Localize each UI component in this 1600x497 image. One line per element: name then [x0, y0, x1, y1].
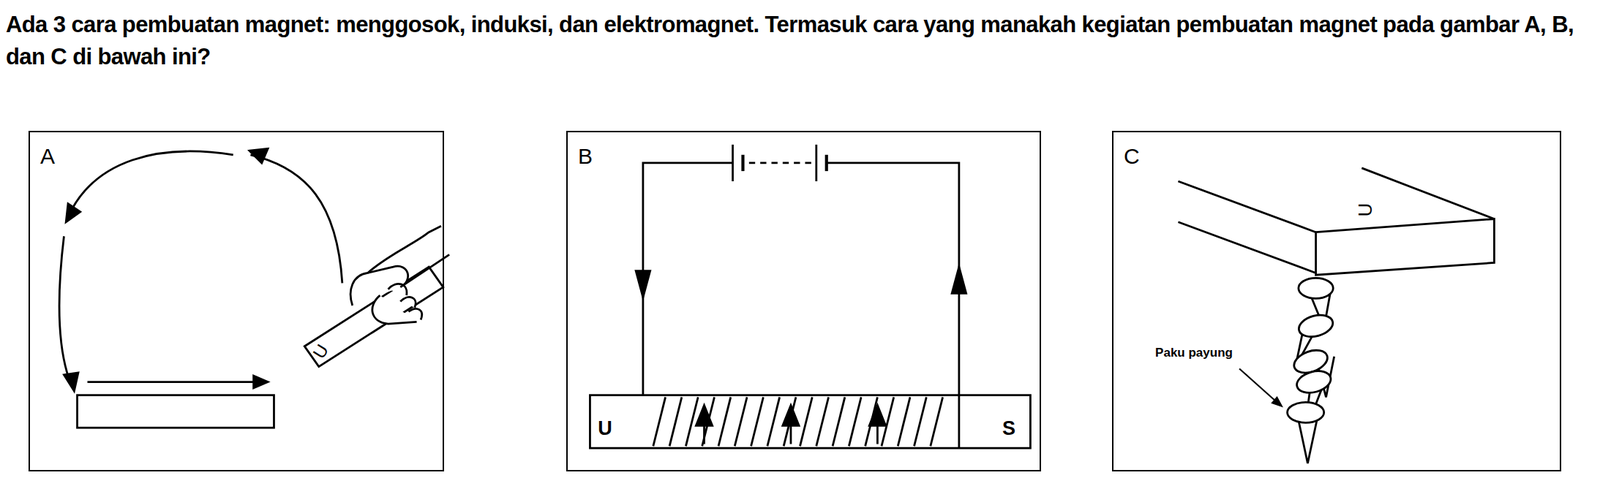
stroke-arc: [59, 236, 71, 382]
bar-magnet: [1177, 222, 1316, 274]
current-arrow: [790, 419, 793, 445]
arrowhead: [65, 204, 81, 223]
battery-cell: [731, 144, 734, 182]
panel-letter: B: [577, 145, 593, 168]
tacks: [1287, 278, 1336, 464]
battery-link: [749, 162, 813, 165]
battery-cell: [741, 155, 745, 172]
hand-fingers: [372, 283, 423, 325]
part-label: Paku payung: [1155, 346, 1233, 360]
current-arrow: [703, 419, 706, 445]
iron-core: [589, 395, 1031, 449]
stroke-arc: [72, 151, 234, 210]
pole-label: S: [1002, 419, 1016, 439]
current-arrow: [951, 267, 967, 294]
hand-wrist: [367, 226, 450, 288]
bar-magnet: [1361, 168, 1494, 220]
current-arrow: [876, 419, 879, 445]
battery-cell: [814, 144, 818, 182]
current-arrow: [635, 271, 651, 298]
panel-box: B: [566, 130, 1042, 472]
bar-magnet-end: [1316, 219, 1495, 276]
arrowhead: [249, 148, 268, 164]
arrowhead: [253, 376, 269, 389]
panel-letter: C: [1123, 145, 1140, 168]
arrowhead: [63, 373, 79, 392]
bar-magnet: [1177, 181, 1316, 233]
panel-letter: A: [40, 145, 55, 168]
leader-line: [1239, 368, 1279, 404]
panel-box: A: [28, 130, 445, 472]
stroke-arc: [250, 155, 342, 284]
bar-magnet: [304, 267, 444, 368]
question-title: Ada 3 cara pembuatan magnet: menggosok, …: [5, 8, 1587, 74]
panel-box: C: [1112, 130, 1562, 472]
wire: [826, 163, 960, 449]
direction-arrow: [87, 381, 261, 384]
pole-label: U: [1355, 203, 1375, 218]
iron-bar: [77, 395, 275, 429]
wire: [643, 163, 734, 396]
coil-windings: [653, 397, 944, 447]
leader-arrowhead: [1270, 396, 1284, 408]
pole-label: U: [597, 419, 613, 439]
